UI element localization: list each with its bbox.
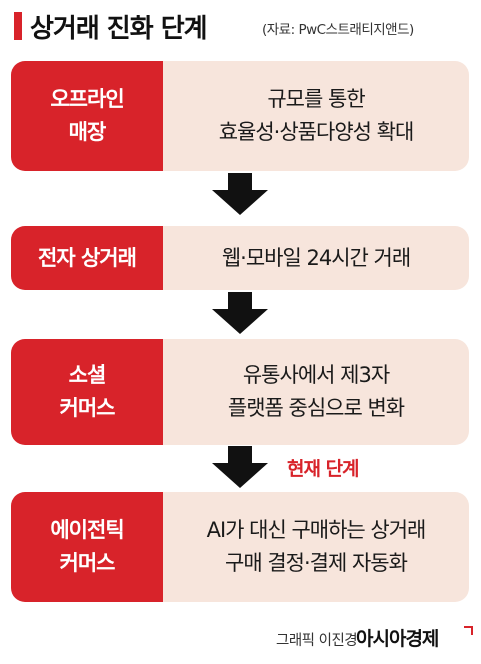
stage-description-line: 규모를 통한 — [267, 87, 365, 112]
stage-name-line: 소셜 — [68, 363, 107, 388]
stage-description: AI가 대신 구매하는 상거래 구매 결정·결제 자동화 — [163, 492, 469, 602]
stage-description: 유통사에서 제3자 플랫폼 중심으로 변화 — [163, 339, 469, 445]
stage-description-line: 유통사에서 제3자 — [242, 363, 390, 388]
graphic-credit: 그래픽 이진경 — [276, 633, 358, 649]
down-arrow-icon — [212, 446, 268, 488]
stage-name-line: 매장 — [68, 120, 107, 144]
stage-description-line: 구매 결정·결제 자동화 — [225, 551, 408, 575]
stage-description: 규모를 통한 효율성·상품다양성 확대 — [163, 61, 469, 171]
stage-name-line: 에이전틱 — [50, 518, 124, 543]
stage-e-commerce: 전자 상거래 웹·모바일 24시간 거래 — [11, 226, 469, 290]
stage-agentic-commerce: 에이전틱 커머스 AI가 대신 구매하는 상거래 구매 결정·결제 자동화 — [11, 492, 469, 602]
stage-description-line: 웹·모바일 24시간 거래 — [221, 245, 411, 270]
stage-description: 웹·모바일 24시간 거래 — [163, 226, 469, 290]
stage-name-line: 오프라인 — [50, 87, 124, 112]
page-title: 상거래 진화 단계 — [30, 14, 208, 44]
stage-name: 전자 상거래 — [11, 226, 163, 290]
publisher-logo: 아시아경제 — [356, 628, 439, 650]
stage-name-line: 전자 상거래 — [38, 245, 137, 270]
stage-name: 에이전틱 커머스 — [11, 492, 163, 602]
stage-description-line: 효율성·상품다양성 확대 — [218, 120, 415, 144]
stage-description-line: AI가 대신 구매하는 상거래 — [206, 518, 427, 543]
stage-name: 소셜 커머스 — [11, 339, 163, 445]
down-arrow-icon — [212, 173, 268, 215]
stage-social-commerce: 소셜 커머스 유통사에서 제3자 플랫폼 중심으로 변화 — [11, 339, 469, 445]
stage-offline-store: 오프라인 매장 규모를 통한 효율성·상품다양성 확대 — [11, 61, 469, 171]
stage-name-line: 커머스 — [59, 396, 116, 420]
current-stage-label: 현재 단계 — [287, 458, 360, 480]
source-note: (자료: PwC스트래티지앤드) — [262, 22, 414, 38]
stage-name-line: 커머스 — [59, 551, 116, 575]
stage-name: 오프라인 매장 — [11, 61, 163, 171]
publisher-mark-icon — [464, 626, 473, 635]
title-accent-bar — [14, 12, 22, 40]
stage-description-line: 플랫폼 중심으로 변화 — [227, 396, 405, 420]
down-arrow-icon — [212, 292, 268, 334]
